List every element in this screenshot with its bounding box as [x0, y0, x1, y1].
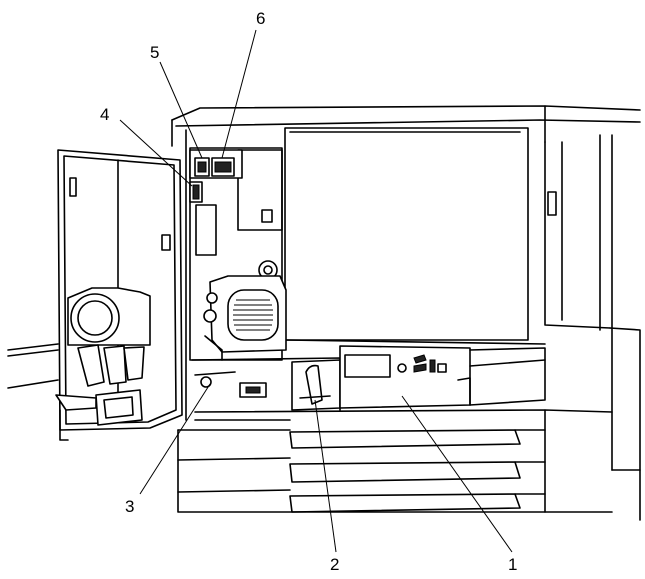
leader-5: [159, 61, 203, 159]
leader-6: [221, 29, 257, 159]
leader-lines: [119, 29, 513, 553]
callout-2: 2: [330, 555, 339, 574]
callout-6: 6: [256, 9, 265, 28]
leader-2: [314, 399, 337, 553]
paper-trays: [177, 409, 613, 513]
copier-top: [171, 105, 641, 421]
leader-1: [401, 395, 513, 553]
copier-right-side: [544, 134, 641, 521]
top-switches: [189, 149, 243, 203]
front-door: [55, 149, 183, 441]
internal-unit: [189, 147, 287, 361]
door-hinge-bars: [7, 343, 59, 389]
leader-3: [139, 383, 211, 495]
callout-5: 5: [150, 43, 159, 62]
leader-4: [119, 119, 193, 187]
callout-4: 4: [100, 105, 109, 124]
lower-section: [191, 345, 546, 411]
callout-3: 3: [125, 497, 134, 516]
callout-1: 1: [508, 555, 517, 574]
upper-cover-panel: [284, 127, 546, 345]
callout-labels: 1 2 3 4 5 6: [100, 9, 517, 574]
cartridge-grille: [233, 299, 273, 331]
